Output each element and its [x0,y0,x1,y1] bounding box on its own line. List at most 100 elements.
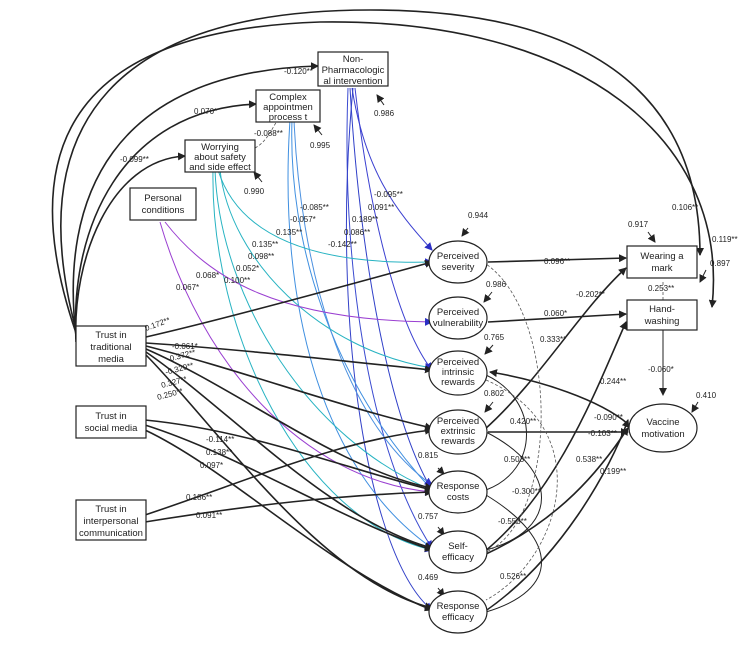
vaccine-l2: motivation [641,429,684,440]
coef-label: -0.114** [206,435,234,444]
coef-label: 0.100** [224,276,250,285]
coef-label: 0.253** [648,284,674,293]
coef-label: -0.061* [172,342,198,351]
mask-l2: mark [651,263,672,274]
coef-label: 0.091** [196,511,222,520]
residual-mask: 0.917 [628,220,649,229]
coef-label: -0.103** [588,429,617,438]
self-eff-l1: Self- [448,541,468,552]
severity-l1: Perceived [437,251,479,262]
coef-label: -0.085** [300,203,329,212]
coef-label: 0.060* [544,309,567,318]
self-eff-l2: efficacy [442,552,474,563]
trust-trad-l2: traditional [90,342,131,353]
coef-label: -0.300** [512,487,541,496]
coef-label: -0.553** [498,517,527,526]
coef-label: 0.538** [576,455,602,464]
coef-label: -0.142** [328,240,357,249]
coef-label: 0.091** [368,203,394,212]
trust-inter-l1: Trust in [95,504,126,515]
coef-label: -0.088** [254,129,283,138]
coef-label: 0.199** [600,467,626,476]
colored-paths [159,87,433,611]
svg-text:Hand-washing: Hand-washing [644,304,680,327]
extrinsic-l1: Perceived [437,416,479,427]
trust-inter-l2: interpersonal [84,516,139,527]
intrinsic-l1: Perceived [437,357,479,368]
hand-l2: washing [644,316,680,327]
coef-label: 0.068* [196,271,219,280]
resp-eff-l2: efficacy [442,612,474,623]
coef-label: 0.503** [504,455,530,464]
trust-social-l1: Trust in [95,411,126,422]
extrinsic-l2: extrinsic [441,426,476,437]
extrinsic-l3: rewards [441,436,475,447]
residual-self-eff: 0.757 [418,512,439,521]
trust-trad-l1: Trust in [95,330,126,341]
residual-severity: 0.944 [468,211,489,220]
coef-label: 0.098** [248,252,274,261]
intrinsic-l3: rewards [441,377,475,388]
coef-label: 0.119** [712,235,738,244]
coef-label: 0.135** [276,228,302,237]
coef-label: -0.057* [290,215,316,224]
coef-label: 0.186** [186,493,212,502]
coef-label: 0.052* [236,264,259,273]
personal-l1: Personal [144,193,182,204]
non-pharm-l1: Non- [343,54,364,65]
black-paths [51,9,717,613]
coef-label: 0.106** [672,203,698,212]
non-pharm-l3: al intervention [323,76,382,87]
coef-label: 0.244** [600,377,626,386]
residual-vaccine: 0.410 [696,391,717,400]
hand-l1: Hand- [649,304,675,315]
vaccine-l1: Vaccine [646,417,679,428]
worrying-l2: about safety [194,152,246,163]
trust-trad-l3: media [98,354,125,365]
coef-label: 0.097* [200,461,223,470]
coef-label: 0.526** [500,572,526,581]
residual-non-pharm: 0.986 [374,109,395,118]
coef-label: 0.135** [252,240,278,249]
coef-label: -0.090** [594,413,623,422]
coef-label: -0.060* [648,365,674,374]
coef-label: 0.138** [206,448,232,457]
trust-social-l2: social media [85,423,139,434]
coef-label: 0.067* [176,283,199,292]
personal-l2: conditions [142,205,185,216]
residual-arrows [253,94,707,597]
non-pharm-l2: Pharmacologic [322,65,385,76]
costs-l1: Response [437,481,480,492]
residual-intrinsic: 0.765 [484,333,505,342]
coef-label: -0.099** [120,155,149,164]
coef-label: 0.070* [194,107,217,116]
svg-text:Self-efficacy: Self-efficacy [442,541,474,563]
coef-label: 0.086** [344,228,370,237]
